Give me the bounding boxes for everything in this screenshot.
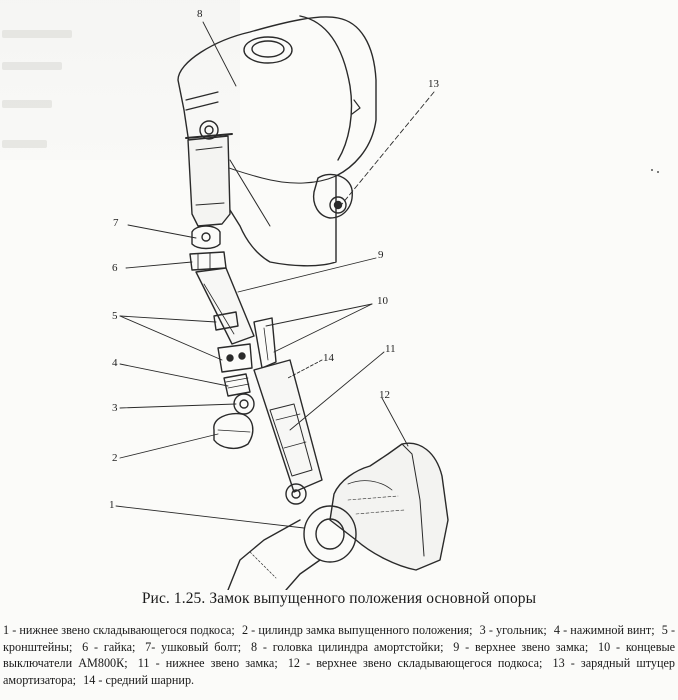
callout-9: 9: [378, 249, 384, 261]
filler-cap: [243, 36, 293, 64]
legend-item: 3 - угольник;: [479, 623, 547, 637]
legend-item: 13 - зарядный штуцер амортизатора;: [3, 656, 676, 687]
nut: [189, 251, 227, 271]
landing-gear-lock-drawing: [115, 15, 659, 590]
lock-cylinder: [213, 412, 254, 450]
callout-2: 2: [112, 452, 118, 464]
leader-1: [115, 505, 305, 529]
pressure-screw: [223, 373, 251, 397]
bleed-through-text: [2, 30, 72, 38]
legend-item: 9 - верхнее звено замка;: [453, 639, 589, 654]
legend-item: 1 - нижнее звено складывающегося подкоса…: [3, 623, 235, 637]
bleed-through-text: [2, 62, 62, 70]
leader-7: [127, 224, 197, 239]
figure-legend: 1 - нижнее звено складывающегося подкоса…: [3, 622, 675, 688]
charging-fitting: [312, 173, 353, 219]
leader-5a: [119, 315, 217, 323]
legend-item: 12 - верхнее звено складывающегося подко…: [287, 656, 543, 670]
leader-3: [119, 403, 237, 409]
upper-cylinder-body: [187, 135, 231, 227]
lower-folding-link-eye: [303, 505, 357, 563]
callout-1: 1: [109, 499, 115, 511]
leader-8: [202, 21, 237, 87]
callout-10: 10: [377, 295, 388, 307]
legend-item: 4 - нажимной винт;: [553, 623, 655, 637]
lower-folding-link: [227, 519, 321, 590]
legend-item: 8 - головка цилиндра амортстойки;: [250, 639, 444, 654]
upper-lock-link: [195, 267, 255, 345]
callout-13: 13: [428, 78, 439, 90]
legend-item: 5 - кронштейны;: [3, 623, 676, 654]
callout-11: 11: [385, 343, 396, 355]
bleed-through-text: [2, 100, 52, 108]
callout-5: 5: [112, 310, 118, 322]
leader-6: [125, 261, 193, 269]
legend-item: 10 - концевые выключатели АМ800К;: [3, 639, 676, 671]
bracket-lower: [217, 343, 253, 373]
leader-4: [119, 363, 229, 387]
upper-folding-link: [329, 442, 449, 571]
leader-10b: [273, 303, 373, 353]
callout-6: 6: [112, 262, 118, 274]
leader-12: [381, 397, 409, 447]
leader-11: [289, 351, 385, 431]
lower-link-bolt: [285, 483, 307, 505]
leader-5b: [119, 315, 223, 361]
filler-cap-inner: [251, 40, 285, 58]
leader-2: [119, 433, 219, 459]
limit-switch: [253, 317, 277, 369]
callout-7: 7: [113, 217, 119, 229]
leader-10a: [265, 303, 373, 327]
figure-caption: Рис. 1.25. Замок выпущенного положения о…: [141, 590, 537, 607]
callout-12: 12: [379, 389, 390, 401]
legend-item: 6 - гайка;: [82, 639, 136, 654]
legend-item: 11 - нижнее звено замка;: [137, 656, 278, 670]
legend-item: 2 - цилиндр замка выпущенного положения;: [241, 623, 473, 637]
elbow: [233, 393, 255, 415]
legend-item: 7- ушковый болт;: [145, 639, 242, 654]
eye-bolt: [191, 225, 221, 250]
legend-item: 14 - средний шарнир.: [83, 672, 195, 687]
cylinder-head-crease: [229, 159, 271, 227]
leader-9: [237, 257, 377, 293]
bleed-through-text: [2, 140, 47, 148]
leader-14: [287, 359, 323, 379]
callout-3: 3: [112, 402, 118, 414]
lower-lock-link: [253, 359, 323, 493]
callout-14: 14: [323, 352, 334, 364]
bracket-upper: [213, 311, 239, 331]
cylinder-head: [177, 16, 377, 267]
callout-8: 8: [197, 8, 203, 20]
leader-13: [341, 91, 435, 205]
callout-4: 4: [112, 357, 118, 369]
cylinder-head-rear-edge: [299, 15, 353, 161]
